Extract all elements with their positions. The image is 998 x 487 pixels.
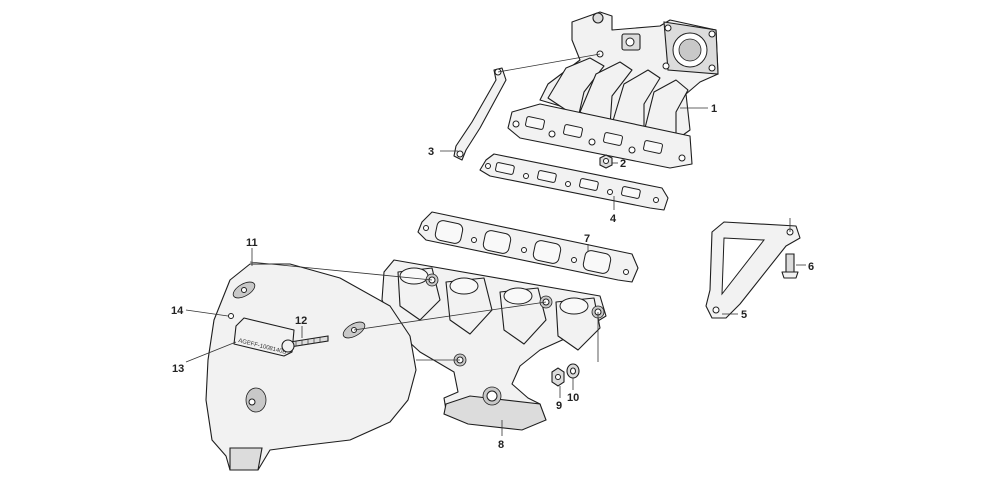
callout-4: 4 <box>610 213 617 225</box>
exhaust-manifold <box>381 259 607 431</box>
assembly-guide-lines <box>249 53 791 362</box>
callout-5: 5 <box>741 309 747 321</box>
callout-14: 14 <box>171 305 184 317</box>
callout-10: 10 <box>567 392 579 404</box>
callout-1: 1 <box>711 103 717 115</box>
callout-2: 2 <box>620 158 626 170</box>
callout-6: 6 <box>808 261 814 273</box>
callout-12: 12 <box>295 315 307 327</box>
bracket-bolt <box>781 253 799 279</box>
exhaust-nut <box>551 367 565 387</box>
exhaust-manifold-gasket <box>417 211 639 283</box>
rivet <box>228 313 234 319</box>
callout-7: 7 <box>584 233 590 245</box>
intake-support-bracket <box>453 67 507 161</box>
callout-3: 3 <box>428 146 434 158</box>
callout-9: 9 <box>556 400 562 412</box>
intake-manifold-gasket <box>479 153 669 211</box>
intake-manifold <box>507 11 719 169</box>
callouts: 1 2 3 4 5 6 7 8 9 10 11 12 13 14 <box>171 103 814 451</box>
heat-shield <box>205 263 417 471</box>
exhaust-washer <box>566 363 580 379</box>
mounting-stud <box>281 335 329 353</box>
callout-11: 11 <box>246 237 258 249</box>
flange-nut <box>599 154 613 169</box>
callout-8: 8 <box>498 439 504 451</box>
callout-13: 13 <box>172 363 184 375</box>
